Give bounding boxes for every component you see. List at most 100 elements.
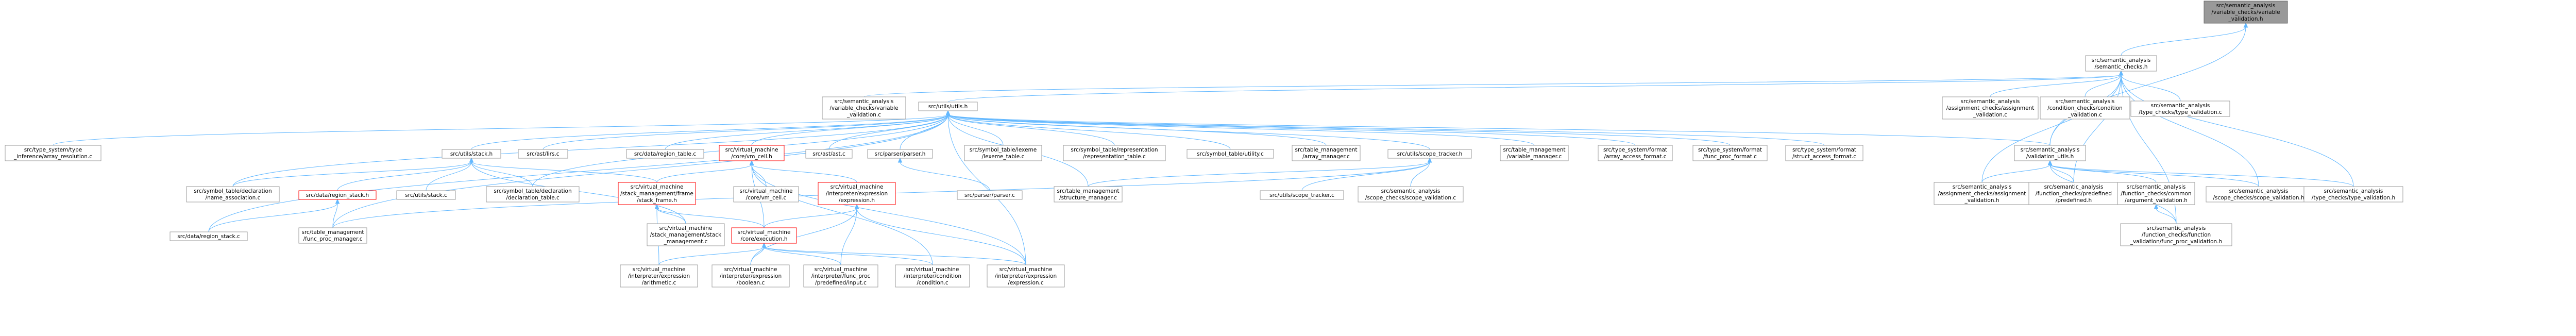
dependency-edges [53, 22, 2354, 265]
file-node-predef-input-c[interactable]: src/virtual_machine/interpreter/func_pro… [803, 264, 878, 288]
node-label-line: /stack_management/stack [650, 232, 722, 238]
file-node-scope-tracker-h[interactable]: src/utils/scope_tracker.h [1387, 149, 1472, 159]
file-node-func-predef-h[interactable]: src/semantic_analysis/function_checks/pr… [2028, 182, 2119, 205]
file-node-root[interactable]: src/semantic_analysis/variable_checks/va… [2204, 1, 2288, 24]
node-label-line: src/symbol_table/lexeme [970, 147, 1037, 153]
file-node-cond-c[interactable]: src/virtual_machine/interpreter/conditio… [895, 264, 970, 288]
edge-line [840, 208, 857, 265]
file-node-vm-core-h[interactable]: src/virtual_machine/core/vm_cell.h [719, 145, 785, 161]
edge-line [947, 114, 1825, 146]
edge-expr-c-to-core-exec-h [761, 242, 1026, 265]
edge-line [2121, 26, 2246, 56]
node-label-line: /declaration_table.c [506, 195, 560, 201]
file-node-scope-tracker-c[interactable]: src/utils/scope_tracker.c [1260, 190, 1344, 200]
file-node-interp-expr-h[interactable]: src/virtual_machine/interpreter/expressi… [818, 182, 896, 205]
node-label-line: src/virtual_machine [906, 266, 959, 273]
node-box [170, 231, 248, 241]
node-label-line: src/semantic_analysis [2092, 57, 2151, 63]
node-label-line: /scope_checks/scope_validation.h [2213, 195, 2304, 201]
file-node-lexeme-table[interactable]: src/symbol_table/lexeme/lexeme_table.c [964, 145, 1042, 161]
file-node-name-assoc[interactable]: src/symbol_table/declaration/name_associ… [186, 186, 280, 203]
file-node-type-val-h[interactable]: src/semantic_analysis/type_checks/type_v… [2303, 186, 2403, 203]
edge-line [947, 74, 2122, 103]
node-box [867, 149, 933, 159]
file-node-assign-val-h[interactable]: src/semantic_analysis/assignment_checks/… [1934, 182, 2030, 205]
edge-line [947, 114, 1430, 150]
file-node-sem-checks[interactable]: src/semantic_analysis/semantic_checks.h [2085, 55, 2157, 72]
file-node-scope-val[interactable]: src/semantic_analysis/scope_checks/scope… [1358, 186, 1464, 203]
file-node-ast-lirs[interactable]: src/ast/lirs.c [518, 149, 568, 159]
file-node-repr-table[interactable]: src/symbol_table/representation/represen… [1063, 145, 1166, 161]
edge-line [1981, 74, 2122, 183]
file-node-parser-c[interactable]: src/parser/parser.c [957, 190, 1023, 200]
node-label-line: src/virtual_machine [725, 147, 778, 153]
file-node-func-proc-mgr[interactable]: src/table_management/func_proc_manager.c [298, 227, 367, 244]
node-label-line: /interpreter/expression [628, 273, 690, 279]
file-node-arith-c[interactable]: src/virtual_machine/interpreter/expressi… [620, 264, 698, 288]
node-label-line: /interpreter/expression [826, 191, 888, 197]
node-label-line: src/type_system/format [1698, 147, 1762, 153]
node-label-line: _validation.c [2067, 112, 2102, 118]
file-node-assign-val-c[interactable]: src/semantic_analysis/assignment_checks/… [1942, 96, 2039, 120]
node-label-line: /scope_checks/scope_validation.c [1365, 195, 1456, 201]
file-node-stack-frame-h[interactable]: src/virtual_machine/stack_management/fra… [618, 182, 696, 205]
edge-line [2049, 26, 2246, 146]
file-node-cond-val-c[interactable]: src/semantic_analysis/condition_checks/c… [2040, 96, 2130, 120]
edge-func-proc-mgr-to-region-stack-h [332, 198, 340, 228]
file-node-vm-cell-c[interactable]: src/virtual_machine/core/vm_cell.c [733, 186, 799, 203]
edge-assign-val-h-to-val-utils-h [1981, 160, 2053, 183]
file-node-sym-utility[interactable]: src/symbol_table/utility.c [1187, 149, 1274, 159]
node-box [822, 96, 906, 120]
file-node-func-val-h[interactable]: src/semantic_analysis/function_checks/fu… [2120, 223, 2232, 246]
edge-bool-c-to-interp-expr-h [750, 204, 859, 265]
node-box [733, 186, 799, 203]
edge-line [1410, 161, 1430, 187]
node-label-line: src/parser/parser.h [875, 151, 926, 157]
node-box [1934, 182, 2030, 205]
node-label-line: src/symbol_table/declaration [494, 188, 571, 194]
file-node-arr-access-fmt[interactable]: src/type_system/format/array_access_form… [1598, 145, 1673, 161]
node-box [957, 190, 1023, 200]
file-node-expr-c[interactable]: src/virtual_machine/interpreter/expressi… [987, 264, 1065, 288]
file-node-region-stack-c[interactable]: src/data/region_stack.c [170, 231, 248, 241]
edge-line [2049, 164, 2354, 187]
file-node-utils-h[interactable]: src/utils/utils.h [918, 102, 978, 111]
file-node-decl-table[interactable]: src/symbol_table/declaration/declaration… [486, 186, 580, 203]
file-node-val-utils-h[interactable]: src/semantic_analysis/validation_utils.h [2014, 145, 2086, 161]
file-node-array-mgr[interactable]: src/table_management/array_manager.c [1292, 145, 1361, 161]
node-box [1260, 190, 1344, 200]
file-node-bool-c[interactable]: src/virtual_machine/interpreter/expressi… [711, 264, 790, 288]
file-node-ast-c[interactable]: src/ast/ast.c [805, 149, 853, 159]
edge-scope-tracker-c-to-scope-tracker-h [1301, 157, 1432, 191]
node-box [298, 227, 367, 244]
file-node-stack-c[interactable]: src/utils/stack.c [396, 190, 456, 200]
file-node-var-val-c[interactable]: src/semantic_analysis/variable_checks/va… [822, 96, 906, 120]
file-node-stack-mgmt[interactable]: src/virtual_machine/stack_management/sta… [647, 223, 725, 246]
node-label-line: src/symbol_table/declaration [194, 188, 272, 194]
file-node-parser-h[interactable]: src/parser/parser.h [867, 149, 933, 159]
node-label-line: src/virtual_machine [659, 225, 713, 231]
edge-type-infer-to-utils-h [53, 110, 951, 146]
file-node-func-proc-fmt[interactable]: src/type_system/format/func_proc_format.… [1692, 145, 1768, 161]
node-label-line: /array_manager.c [1302, 154, 1350, 160]
file-node-struct-access-fmt[interactable]: src/type_system/format/struct_access_for… [1785, 145, 1863, 161]
node-box [805, 149, 853, 159]
file-node-func-common-h[interactable]: src/semantic_analysis/function_checks/co… [2117, 182, 2195, 205]
file-node-region-table[interactable]: src/data/region_table.c [626, 149, 704, 159]
file-node-type-infer[interactable]: src/type_system/type_inference/array_res… [5, 145, 101, 161]
node-box [1054, 186, 1123, 203]
file-node-var-mgr[interactable]: src/table_management/variable_manager.c [1500, 145, 1569, 161]
node-label-line: src/semantic_analysis [2229, 188, 2289, 194]
file-node-region-stack-h[interactable]: src/data/region_stack.h [298, 190, 377, 200]
file-node-struct-mgr[interactable]: src/table_management/structure_manager.c [1054, 186, 1123, 203]
edge-line [658, 246, 765, 265]
file-node-core-exec-h[interactable]: src/virtual_machine/core/execution.h [731, 227, 797, 244]
edge-line [232, 161, 472, 187]
edge-scope-val-h-to-sem-checks [2119, 70, 2259, 187]
edge-arrowhead [1427, 157, 1432, 163]
file-node-scope-val-h[interactable]: src/semantic_analysis/scope_checks/scope… [2206, 186, 2312, 203]
edge-parser-c-to-parser-h [897, 157, 990, 191]
file-node-stack-h[interactable]: src/utils/stack.h [442, 149, 501, 159]
node-box [918, 102, 978, 111]
file-node-type-val-c[interactable]: src/semantic_analysis/type_checks/type_v… [2130, 100, 2230, 117]
